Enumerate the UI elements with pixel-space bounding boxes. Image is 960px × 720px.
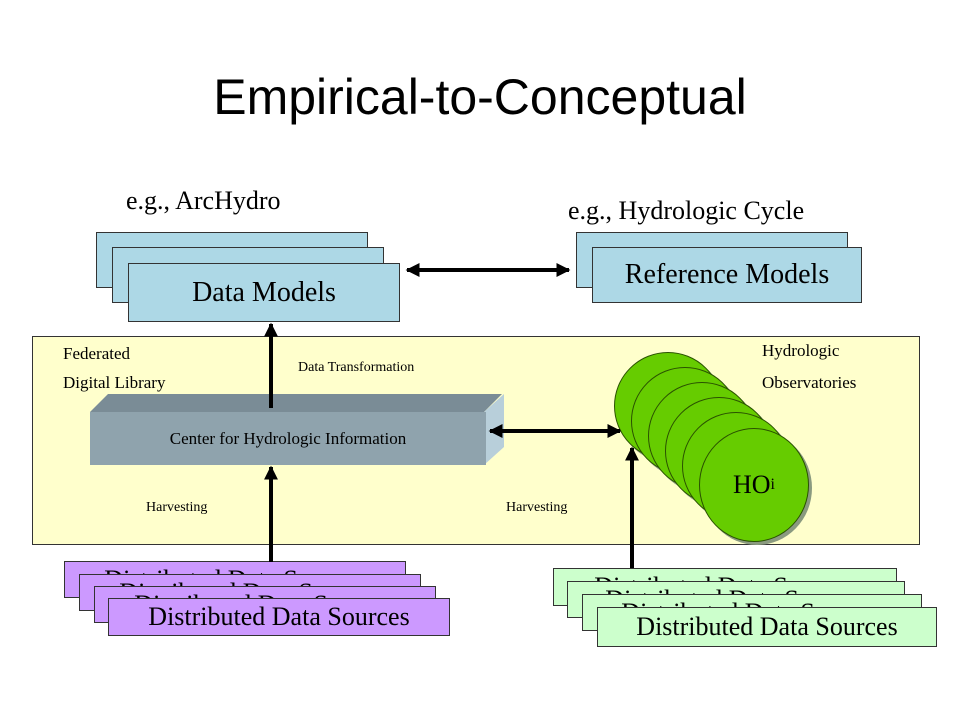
page-title: Empirical-to-Conceptual — [213, 69, 747, 125]
center-for-hydrologic-information[interactable]: Center for Hydrologic Information — [90, 412, 486, 465]
right-data-source-card-front[interactable]: Distributed Data Sources — [597, 607, 937, 647]
center-box-top — [90, 394, 502, 412]
reference-models-example: e.g., Hydrologic Cycle — [568, 196, 805, 225]
data-models-card[interactable]: Data Models — [128, 263, 400, 322]
observatories-label-line1: Hydrologic — [762, 341, 840, 360]
library-label-line1: Federated — [63, 344, 131, 363]
observatory-ho-label: HO — [732, 470, 771, 499]
reference-models-card[interactable]: Reference Models — [592, 247, 862, 303]
data-models-example: e.g., ArcHydro — [126, 186, 281, 215]
left-data-source-card-front[interactable]: Distributed Data Sources — [108, 598, 450, 636]
harvesting-right-label: Harvesting — [506, 500, 568, 515]
library-label-line2: Digital Library — [63, 373, 166, 392]
data-transformation-label: Data Transformation — [298, 360, 415, 375]
observatories-label-line2: Observatories — [762, 373, 857, 392]
harvesting-left-label: Harvesting — [146, 500, 208, 515]
observatory-ho-subscript: i — [770, 476, 775, 493]
